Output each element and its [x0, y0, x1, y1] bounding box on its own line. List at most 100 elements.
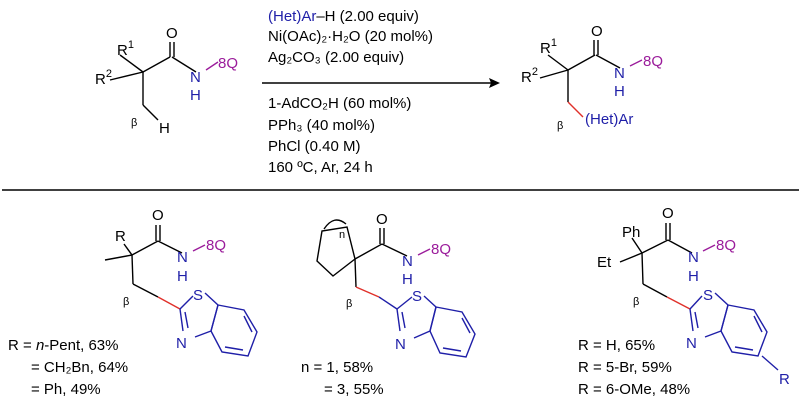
bond — [641, 239, 669, 254]
substituent-r2: R2 — [95, 68, 112, 88]
example-3-structure: Ph Et O N H 8Q β S N R — [597, 205, 790, 388]
bond — [104, 254, 133, 261]
beta-label: β — [131, 117, 137, 129]
substrate-structure: R1 R2 O N H 8Q β H — [95, 25, 238, 137]
example-2-captions: n = 1, 58% = 3, 55% — [301, 359, 384, 398]
bond — [179, 295, 194, 310]
amide-hydrogen-label: H — [190, 87, 201, 104]
bond-to-r — [761, 355, 779, 371]
ring-size-n: n — [339, 229, 345, 241]
bond — [689, 308, 694, 332]
amide-hydrogen-label: H — [402, 271, 413, 288]
ring-nitrogen-label: N — [395, 336, 406, 353]
benzo-ring — [210, 304, 258, 357]
bond — [354, 243, 383, 260]
bond — [753, 315, 763, 333]
bond — [641, 252, 644, 285]
reagent-line-5: PPh₃ (40 mol%) — [268, 117, 375, 134]
bond — [442, 347, 462, 352]
bond — [179, 308, 184, 332]
bond — [123, 243, 133, 256]
directing-group-8q: 8Q — [716, 237, 736, 254]
bond — [132, 283, 159, 298]
oxygen-label: O — [662, 205, 674, 222]
arrow-head — [489, 78, 500, 88]
beta-label: β — [346, 298, 352, 310]
sulfur-label: S — [412, 288, 422, 305]
bond-amide-q — [417, 248, 431, 256]
product-structure: R1 R2 O N H 8Q β (Het)Ar — [521, 23, 663, 132]
bond-amide-q — [629, 59, 643, 67]
bond-new-c-c — [567, 101, 584, 118]
bond-new-c-c — [666, 296, 691, 310]
substituent-r1: R1 — [540, 37, 557, 57]
directing-group-8q: 8Q — [431, 241, 451, 258]
example-3-caption-2: R = 5-Br, 59% — [578, 359, 672, 376]
bond — [119, 54, 144, 73]
bond — [567, 54, 596, 71]
bond-new-c-c — [355, 286, 380, 298]
bond — [401, 311, 406, 329]
benzo-ring — [429, 306, 476, 358]
bond — [704, 330, 722, 338]
substituent-r: R — [115, 228, 126, 245]
reagent-line-4: 1-AdCO₂H (60 mol%) — [268, 95, 411, 112]
bond — [413, 330, 431, 339]
directing-group-8q: 8Q — [206, 237, 226, 254]
bond — [396, 308, 401, 332]
benzo-ring — [720, 304, 768, 357]
bond-amide-q — [702, 244, 716, 252]
example-3-captions: R = H, 65% R = 5-Br, 59% R = 6-OMe, 48% — [578, 337, 690, 398]
amide-hydrogen-label: H — [177, 268, 188, 285]
nitrogen-label: N — [190, 69, 201, 86]
reagent-line-1: (Het)Ar–H (2.00 equiv) — [268, 8, 419, 25]
bond — [378, 296, 398, 310]
example-1-caption-3: = Ph, 49% — [31, 381, 101, 398]
bond — [547, 54, 569, 71]
bond — [381, 243, 408, 257]
reagent-line-7: 160 ºC, Ar, 24 h — [268, 159, 373, 176]
example-1-caption-1: R = n-Pent, 63% — [8, 337, 119, 354]
reaction-conditions: (Het)Ar–H (2.00 equiv) Ni(OAc)₂·H₂O (20 … — [262, 8, 500, 176]
cyclopentane-ring — [316, 226, 356, 277]
bond — [354, 258, 357, 288]
bond — [694, 311, 699, 329]
bond — [142, 104, 159, 121]
oxygen-label: O — [376, 211, 388, 228]
example-2-caption-2: = 3, 55% — [324, 381, 384, 398]
bond — [734, 346, 754, 351]
bond — [714, 292, 729, 306]
nitrogen-label: N — [688, 249, 699, 266]
bond — [204, 292, 219, 306]
bond — [396, 296, 413, 310]
beta-label: β — [633, 296, 639, 308]
beta-label: β — [557, 120, 563, 132]
bond-new-c-c — [157, 296, 181, 310]
bond — [142, 56, 171, 73]
hetaryl-group: (Het)Ar — [585, 111, 633, 128]
directing-group-8q: 8Q — [218, 55, 238, 72]
bond — [461, 317, 471, 334]
bond — [157, 240, 183, 254]
nitrogen-label: N — [402, 253, 413, 270]
bond — [131, 240, 159, 256]
reagent-line-2: Ni(OAc)₂·H₂O (20 mol%) — [268, 28, 433, 45]
nitrogen-label: N — [177, 249, 188, 266]
bond — [595, 54, 621, 69]
ring-substituent-r: R — [779, 371, 790, 388]
bond — [689, 295, 703, 310]
ring-nitrogen-label: N — [176, 335, 187, 352]
example-3-caption-3: R = 6-OMe, 48% — [578, 381, 690, 398]
example-1-structure: R O N H 8Q β S N — [104, 207, 258, 357]
ring-nitrogen-label: N — [686, 335, 697, 352]
bond — [667, 239, 693, 254]
beta-hydrogen-label: H — [159, 120, 170, 137]
ring-bridge — [323, 219, 347, 230]
bond-amide-q — [205, 61, 219, 71]
phenyl-label: Ph — [622, 224, 640, 241]
reagent-line-3: Ag₂CO₃ (2.00 equiv) — [268, 49, 404, 66]
substituent-r1: R1 — [117, 39, 134, 59]
example-2-caption-1: n = 1, 58% — [301, 359, 373, 376]
directing-group-8q: 8Q — [643, 53, 663, 70]
